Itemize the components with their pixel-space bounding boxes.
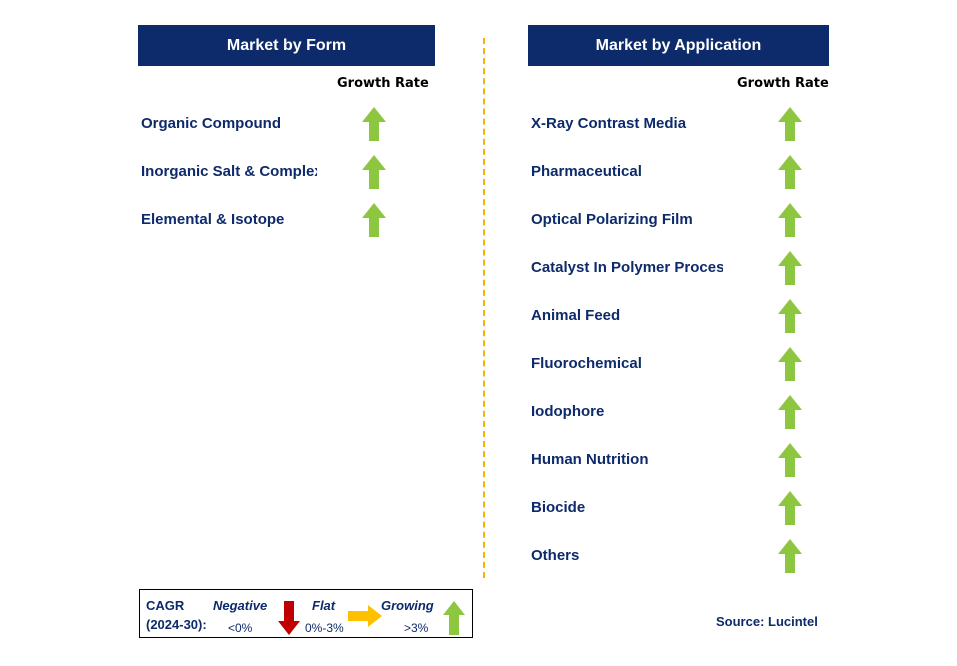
growth-up-arrow-icon (362, 155, 386, 189)
form-panel-header: Market by Form (138, 25, 435, 66)
form-item-label: Organic Compound (141, 115, 281, 132)
form-item-label: Inorganic Salt & Complex (141, 163, 317, 180)
application-item-label: Animal Feed (531, 307, 621, 324)
application-item-label: Biocide (531, 499, 586, 516)
growth-up-arrow-icon (778, 395, 802, 429)
application-item-label: Catalyst In Polymer Process (531, 259, 723, 276)
growth-up-arrow-icon (778, 443, 802, 477)
panel-divider (483, 38, 485, 578)
application-item-label: Fluorochemical (531, 355, 642, 372)
legend-cagr-line2: (2024-30): (146, 617, 207, 632)
legend-growing-value: >3% (404, 621, 429, 635)
growth-up-arrow-icon (778, 251, 802, 285)
growth-up-arrow-icon (778, 491, 802, 525)
application-item-label: Optical Polarizing Film (531, 211, 693, 228)
growth-up-arrow-icon (778, 107, 802, 141)
legend-cagr-text: CAGR (2024-30): (146, 596, 207, 634)
application-item-label: Pharmaceutical (531, 163, 642, 180)
growth-up-arrow-icon (778, 347, 802, 381)
application-item-label: Iodophore (531, 403, 605, 420)
form-item-label: Elemental & Isotope (141, 211, 285, 228)
source-note: Source: Lucintel (716, 614, 818, 629)
legend-flat-label: Flat (312, 598, 336, 613)
growth-up-arrow-icon (778, 155, 802, 189)
growth-up-arrow-icon (778, 539, 802, 573)
up-arrow-icon (443, 601, 465, 635)
growth-up-arrow-icon (362, 107, 386, 141)
down-arrow-icon (278, 601, 300, 635)
legend-growing-label: Growing (381, 598, 434, 613)
growth-up-arrow-icon (778, 203, 802, 237)
cagr-legend: CAGR (2024-30): Negative <0% Flat 0%-3% … (139, 589, 473, 638)
growth-up-arrow-icon (778, 299, 802, 333)
growth-up-arrow-icon (362, 203, 386, 237)
application-item-label: X-Ray Contrast Media (531, 115, 687, 132)
application-item-label: Others (531, 547, 580, 564)
legend-negative-label: Negative (213, 598, 268, 613)
legend-negative-value: <0% (228, 621, 253, 635)
application-growth-rate-label: Growth Rate (737, 76, 829, 91)
right-arrow-icon (348, 605, 382, 627)
form-growth-rate-label: Growth Rate (337, 76, 429, 91)
legend-flat-value: 0%-3% (305, 621, 344, 635)
legend-cagr-line1: CAGR (146, 598, 185, 613)
application-panel-header: Market by Application (528, 25, 829, 66)
application-item-label: Human Nutrition (531, 451, 649, 468)
